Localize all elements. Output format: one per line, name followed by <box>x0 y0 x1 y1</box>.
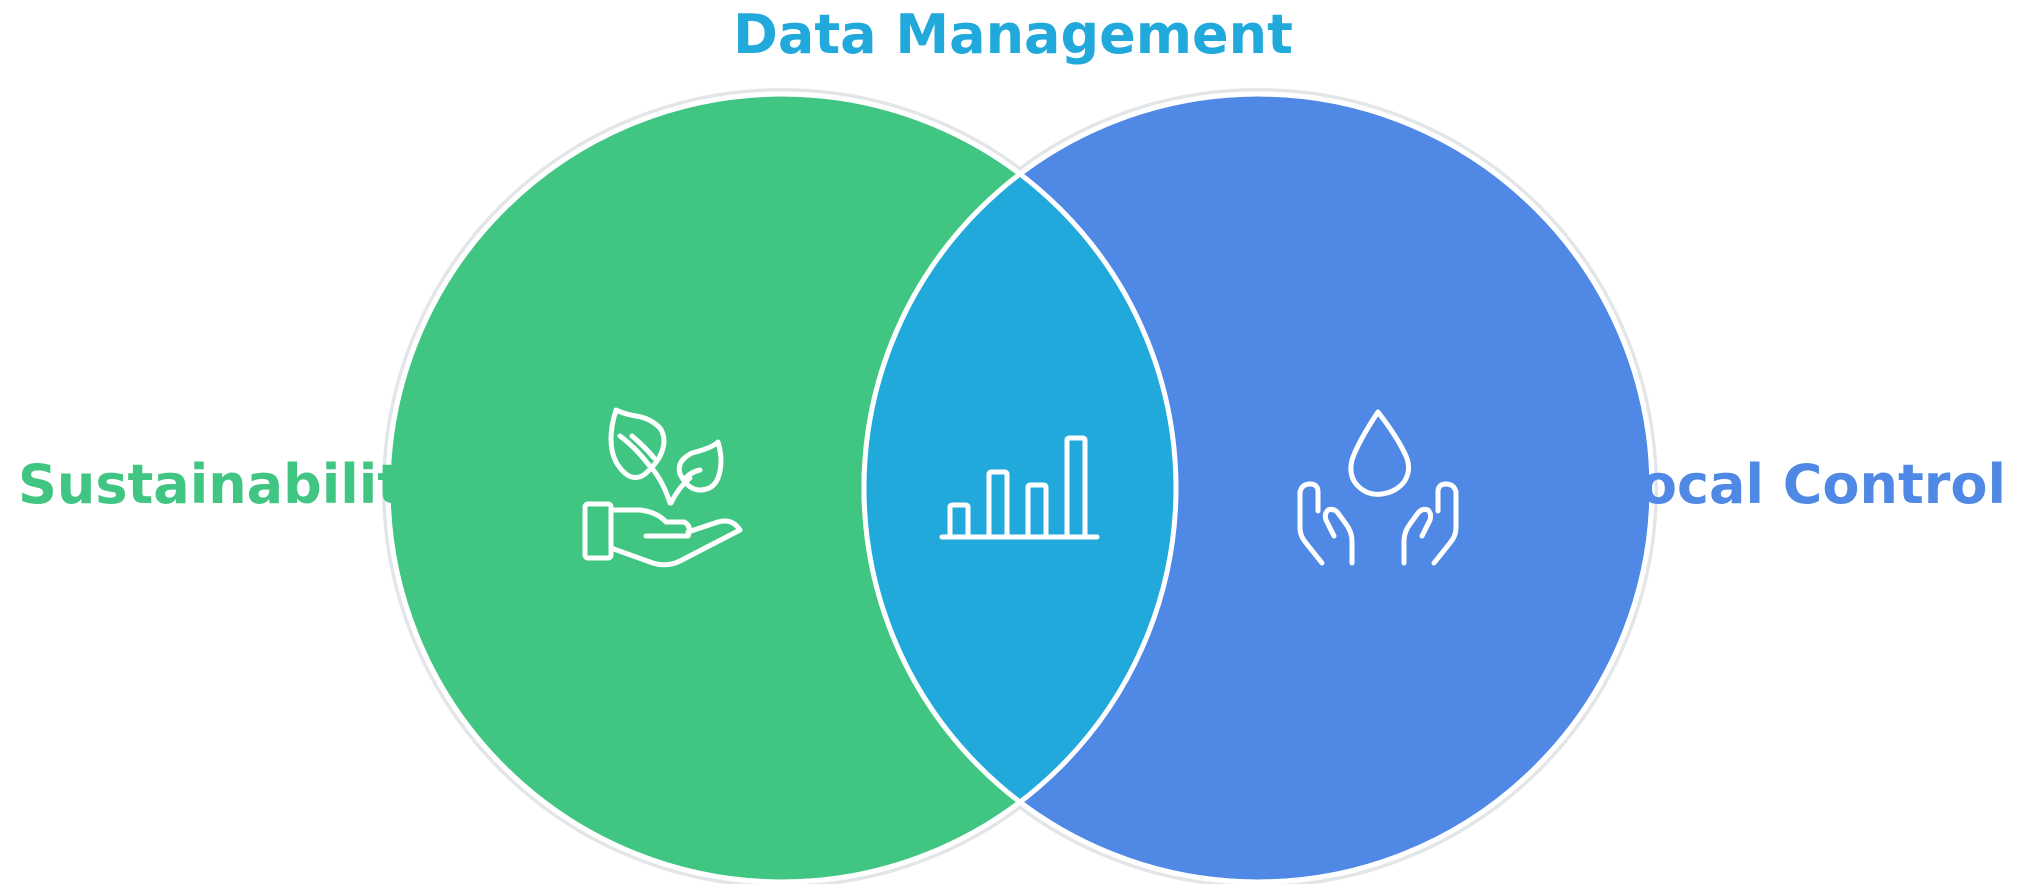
right-circle-border <box>861 91 1655 884</box>
plant-in-hand-icon <box>582 407 743 568</box>
local-control-label: Local Control <box>1605 453 2007 516</box>
bar-chart-icon <box>939 435 1100 540</box>
left-circle-border <box>385 91 1179 884</box>
data-management-intersection <box>864 94 1178 882</box>
sustainability-label: Sustainability <box>18 453 439 516</box>
water-drop-hands-icon <box>1297 409 1459 566</box>
data-management-label: Data Management <box>733 3 1293 66</box>
